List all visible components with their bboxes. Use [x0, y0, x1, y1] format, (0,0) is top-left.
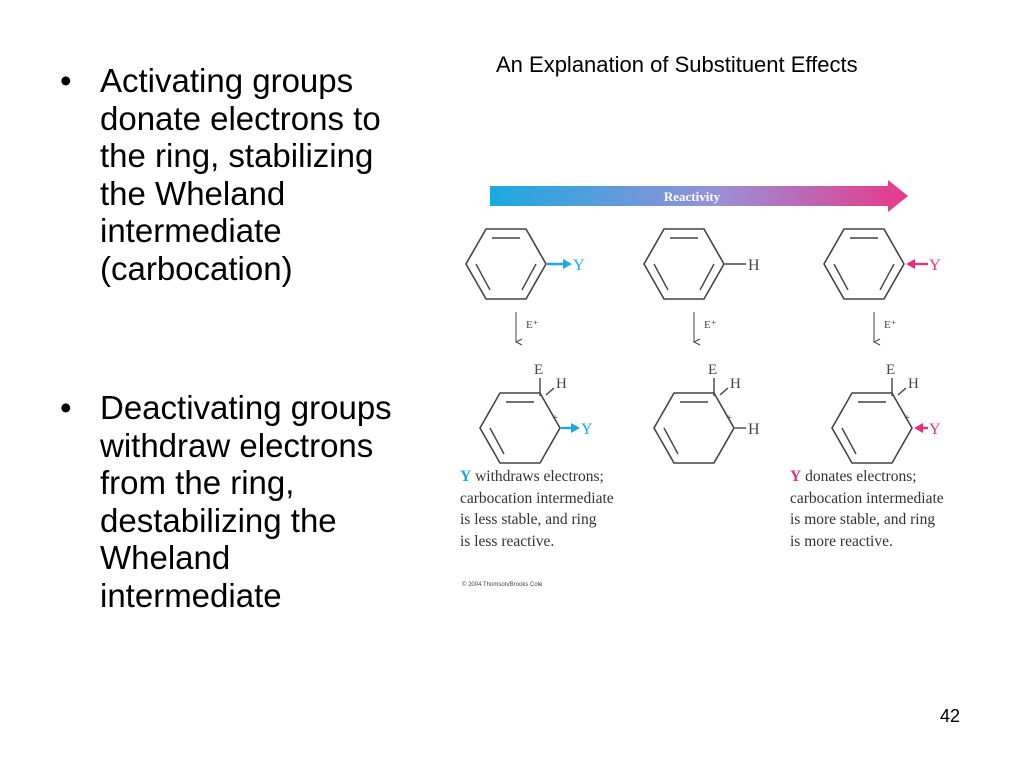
adduct-substituent-label: Y [581, 421, 593, 438]
caption-donating: Y donates electrons; carbocation interme… [790, 466, 944, 552]
plus-label: + [904, 412, 910, 424]
reactivity-arrow: Reactivity [490, 180, 908, 212]
copyright-notice: © 2004 Thomson/Brooks Cole [462, 582, 543, 588]
electrophile-label: E⁺ [884, 319, 897, 331]
caption-line: is more stable, and ring [790, 511, 936, 528]
wheland-intermediate-icon [653, 392, 735, 464]
caption-y: Y [790, 468, 802, 485]
reactivity-label: Reactivity [664, 189, 721, 204]
caption-line: is more reactive. [790, 532, 893, 550]
benzene-ring-icon [823, 228, 905, 300]
adduct-e-label: E [886, 362, 895, 378]
wheland-intermediate-icon [479, 392, 561, 464]
substituent-label: H [748, 257, 760, 274]
caption-line: carbocation intermediate [460, 489, 614, 507]
donate-arrow-icon [914, 423, 923, 433]
wheland-intermediate-icon [831, 392, 913, 464]
adduct-h-label: H [556, 376, 567, 392]
caption-line: withdraws electrons; [471, 468, 604, 485]
caption-withdrawing: Y withdraws electrons; carbocation inter… [460, 466, 614, 552]
caption-line: donates electrons; [801, 468, 917, 485]
column-reference: H E⁺ E H + H [643, 228, 760, 464]
bullet-deactivating: Deactivating groups withdraw electrons f… [60, 389, 405, 614]
adduct-substituent-label: H [748, 421, 760, 438]
adduct-h-label: H [908, 376, 919, 392]
slide-title: An Explanation of Substituent Effects [496, 52, 858, 77]
caption-line: is less reactive. [460, 532, 555, 550]
caption-line: carbocation intermediate [790, 489, 944, 507]
adduct-h-label: H [730, 376, 741, 392]
plus-label: + [552, 412, 558, 424]
page-number: 42 [940, 706, 961, 726]
electrophile-label: E⁺ [704, 319, 717, 331]
bullet-list: Activating groups donate electrons to th… [60, 62, 405, 614]
benzene-ring-icon [643, 228, 725, 300]
caption-y: Y [460, 468, 472, 485]
adduct-e-label: E [534, 362, 543, 378]
donate-arrow-icon [906, 259, 915, 269]
adduct-substituent-label: Y [929, 421, 941, 438]
benzene-ring-icon [465, 228, 547, 300]
bullet-activating: Activating groups donate electrons to th… [60, 62, 405, 287]
caption-line: is less stable, and ring [460, 511, 597, 528]
substituent-label: Y [573, 257, 585, 274]
electrophile-label: E⁺ [526, 319, 539, 331]
adduct-e-label: E [708, 362, 717, 378]
column-donating: Y E⁺ E H + Y [823, 228, 941, 464]
plus-label: + [726, 412, 732, 424]
substituent-label: Y [929, 257, 941, 274]
substituent-effects-figure: Reactivity Y E⁺ E H + Y [465, 180, 941, 464]
column-withdrawing: Y E⁺ E H + Y [465, 228, 593, 464]
